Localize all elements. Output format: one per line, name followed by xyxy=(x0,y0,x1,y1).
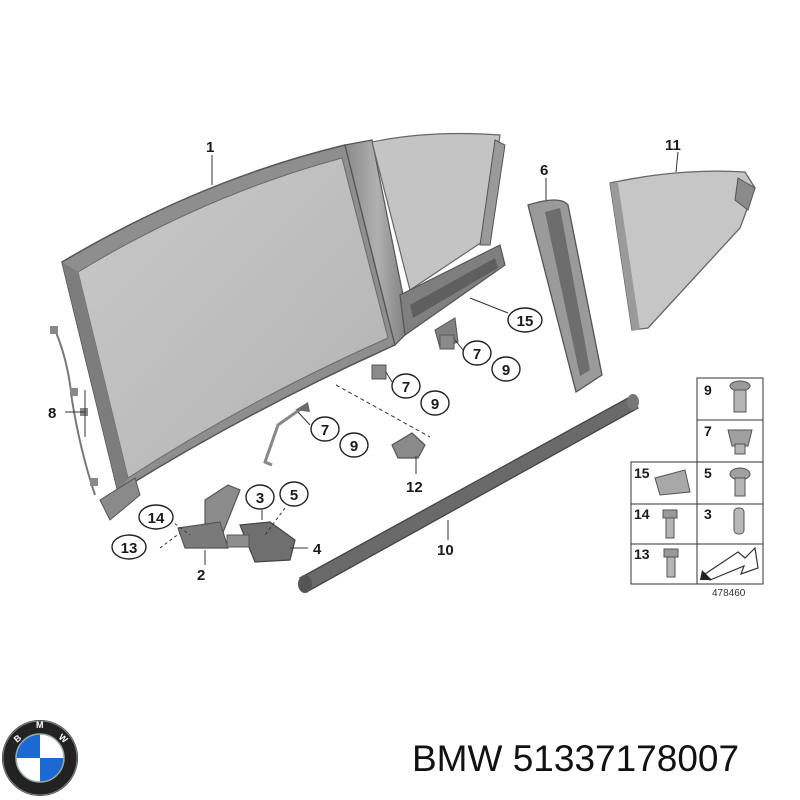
part-number-caption: BMW 51337178007 xyxy=(412,738,739,780)
callout-9c: 9 xyxy=(339,432,369,458)
fastener-legend: 9 7 15 5 14 3 13 xyxy=(630,377,764,599)
callout-7c: 7 xyxy=(310,416,340,442)
callout-7b: 7 xyxy=(391,373,421,399)
svg-text:5: 5 xyxy=(290,487,298,504)
label-12: 12 xyxy=(406,479,423,496)
screw-icon xyxy=(729,380,751,413)
rear-glass-assembly-part-15 xyxy=(371,132,506,349)
washer-screw-icon xyxy=(729,467,751,497)
bmw-logo: B M W xyxy=(2,720,78,796)
svg-text:M: M xyxy=(36,720,44,730)
callout-9b: 9 xyxy=(420,390,450,416)
arrow-icon xyxy=(700,546,759,581)
label-4: 4 xyxy=(313,541,322,558)
legend-cell-14: 14 xyxy=(634,506,650,522)
label-2: 2 xyxy=(197,567,205,584)
svg-text:3: 3 xyxy=(256,490,264,507)
bolt-icon xyxy=(662,509,678,539)
callout-9a: 9 xyxy=(491,356,521,382)
legend-cell-13: 13 xyxy=(634,546,650,562)
svg-text:9: 9 xyxy=(431,396,439,413)
small-bolt-icon xyxy=(663,548,679,578)
bracket-clip-icon xyxy=(654,469,691,496)
svg-text:B: B xyxy=(12,732,24,744)
clip-part-12 xyxy=(391,432,426,459)
svg-text:15: 15 xyxy=(517,313,534,330)
svg-text:14: 14 xyxy=(148,510,165,527)
brand-name: BMW xyxy=(412,738,503,779)
svg-text:7: 7 xyxy=(473,346,481,363)
legend-cell-3: 3 xyxy=(704,506,712,522)
callout-14: 14 xyxy=(138,504,174,530)
label-10: 10 xyxy=(437,542,454,559)
pin-icon xyxy=(733,507,745,535)
svg-text:9: 9 xyxy=(350,438,358,455)
legend-cell-15: 15 xyxy=(634,465,650,481)
svg-text:7: 7 xyxy=(402,379,410,396)
regulator-bracket-part-2 xyxy=(177,484,241,549)
quarter-glass-part-11 xyxy=(609,170,756,331)
leader-lines xyxy=(65,151,679,565)
seal-channel-part-6 xyxy=(527,199,603,394)
door-glass-part-1 xyxy=(61,144,396,521)
svg-text:9: 9 xyxy=(502,362,510,379)
label-6: 6 xyxy=(540,162,548,179)
part-number: 51337178007 xyxy=(512,738,740,779)
label-1: 1 xyxy=(206,139,214,156)
seal-strip-part-10 xyxy=(298,394,640,593)
label-11: 11 xyxy=(665,137,681,154)
reference-code: 478460 xyxy=(712,588,746,599)
label-8: 8 xyxy=(48,405,56,422)
callout-7a: 7 xyxy=(462,340,492,366)
svg-text:7: 7 xyxy=(321,422,329,439)
callout-5: 5 xyxy=(279,481,309,507)
legend-cell-7: 7 xyxy=(704,423,712,439)
motor-part-4 xyxy=(226,521,296,563)
legend-cell-5: 5 xyxy=(704,465,712,481)
linkage-rod xyxy=(263,402,310,467)
svg-text:13: 13 xyxy=(121,540,138,557)
callout-13: 13 xyxy=(111,534,147,560)
legend-cell-9: 9 xyxy=(704,382,712,398)
callout-15: 15 xyxy=(507,307,543,333)
callout-3: 3 xyxy=(245,484,275,510)
mounting-clips xyxy=(371,334,455,380)
nut-clip-icon xyxy=(727,429,753,455)
